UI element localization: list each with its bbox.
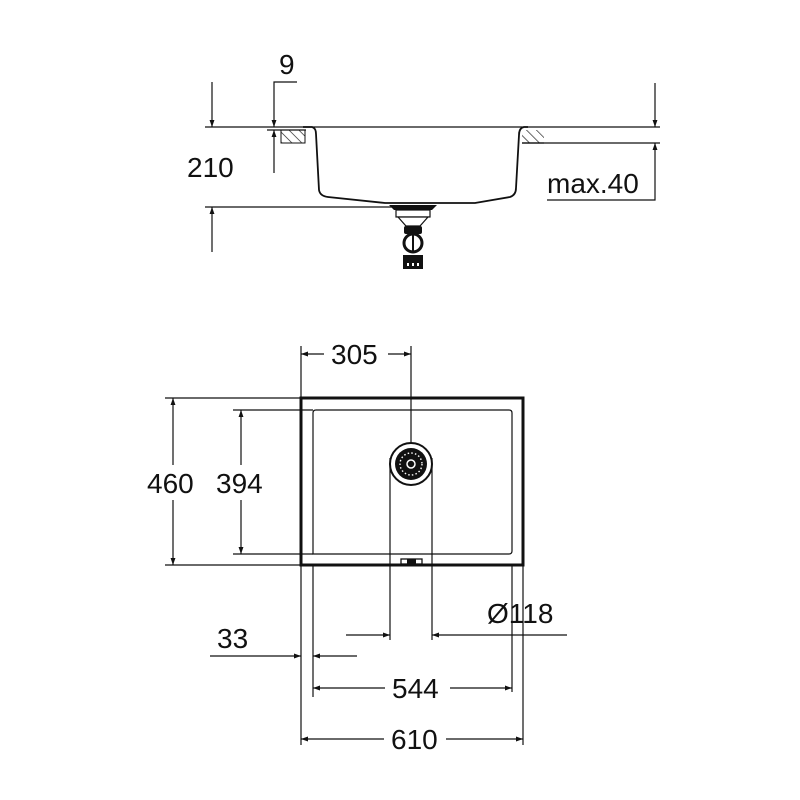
- countertop-arrow-bottom: [547, 143, 658, 201]
- drain-icon: [389, 442, 433, 486]
- dim-rim-thickness: 9: [279, 49, 295, 80]
- dim-outer-width: 610: [391, 724, 438, 755]
- rim-arrow-top: [271, 81, 297, 127]
- dim-countertop-thickness: max.40: [547, 168, 639, 199]
- dim-inner-width: 544: [392, 673, 439, 704]
- overflow-icon: [400, 558, 423, 565]
- drain-fitting-icon: [389, 205, 437, 269]
- bowl-inner-outline: [312, 409, 513, 555]
- countertop-hatch-left: [280, 129, 306, 144]
- bowl-profile: [303, 126, 528, 204]
- dim-bowl-depth: 210: [187, 152, 234, 183]
- side-view: 210 9 max.40: [187, 49, 660, 269]
- dim-inner-depth: 394: [216, 468, 263, 499]
- dim-outer-depth: 460: [147, 468, 194, 499]
- dim-drain-diameter: Ø118: [487, 598, 553, 629]
- top-view: 305 460 394 Ø118 33 544 610: [147, 339, 567, 755]
- dim-drain-offset: 305: [331, 339, 378, 370]
- dim-rim-offset: 33: [217, 623, 248, 654]
- countertop-hatch-right: [522, 130, 544, 143]
